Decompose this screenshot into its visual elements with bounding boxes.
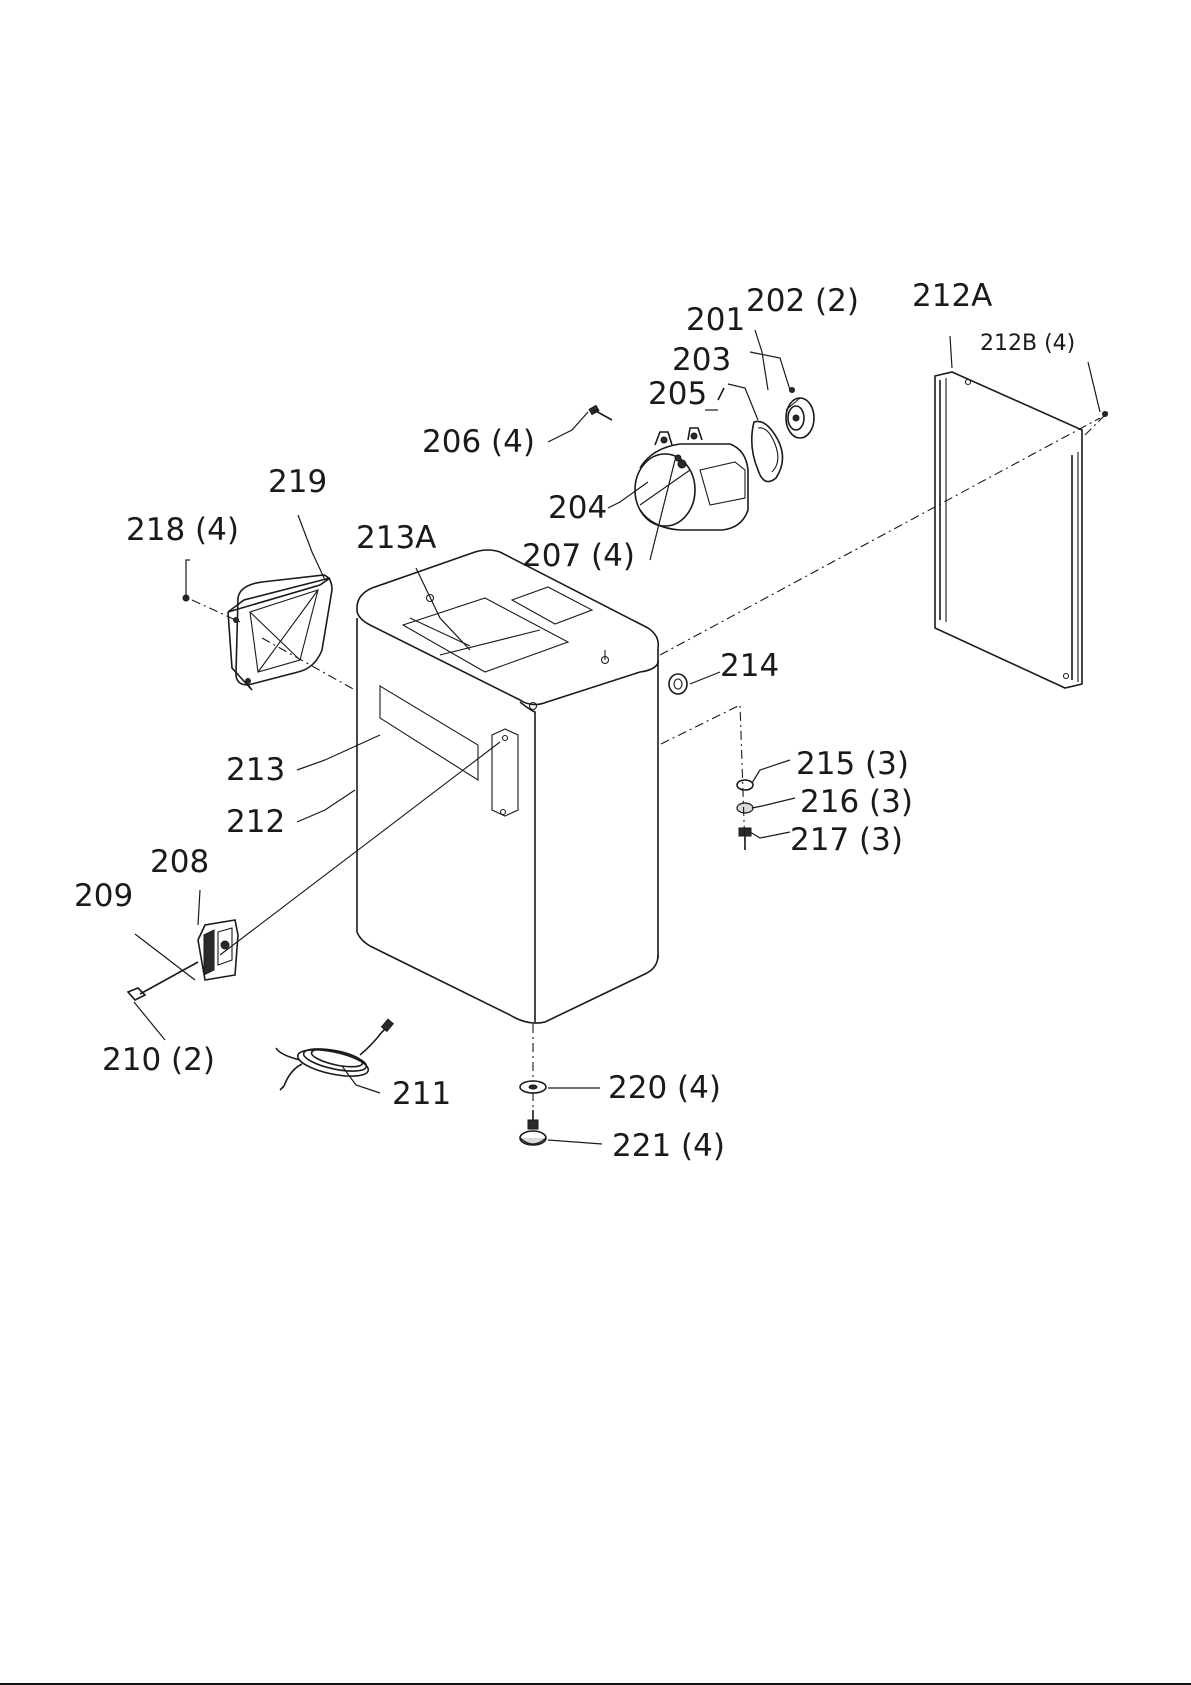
part-labels: 201 202 (2) 212A 212B (4) 203 205 206 (4… <box>74 278 1075 1164</box>
cabinet-212 <box>357 550 658 1023</box>
power-cord-211 <box>276 1019 393 1090</box>
label-208: 208 <box>150 844 209 880</box>
label-210: 210 (2) <box>102 1042 215 1078</box>
label-206: 206 (4) <box>422 424 535 460</box>
label-220: 220 (4) <box>608 1070 721 1106</box>
motor-204 <box>635 428 748 530</box>
grommet-214 <box>669 674 687 694</box>
label-212a: 212A <box>912 278 992 314</box>
label-202: 202 (2) <box>746 283 859 319</box>
foot-washer-220 <box>520 1081 546 1093</box>
label-209: 209 <box>74 878 133 914</box>
label-215: 215 (3) <box>796 746 909 782</box>
label-204: 204 <box>548 490 607 526</box>
switch-208 <box>198 920 238 980</box>
leader-lines <box>134 330 1100 1144</box>
label-213: 213 <box>226 752 285 788</box>
label-218: 218 (4) <box>126 512 239 548</box>
label-207: 207 (4) <box>522 538 635 574</box>
label-212: 212 <box>226 804 285 840</box>
label-219: 219 <box>268 464 327 500</box>
back-panel-212a <box>935 372 1082 688</box>
label-205: 205 <box>648 376 707 412</box>
label-214: 214 <box>720 648 779 684</box>
assembly-lines <box>192 412 1108 1118</box>
label-203: 203 <box>672 342 731 378</box>
label-213a: 213A <box>356 520 436 556</box>
bolt-206 <box>589 405 612 420</box>
key-205 <box>718 388 724 400</box>
label-211: 211 <box>392 1076 451 1112</box>
label-221: 221 (4) <box>612 1128 725 1164</box>
dust-port-219 <box>228 575 332 690</box>
pulley-201 <box>786 398 814 438</box>
label-216: 216 (3) <box>800 784 913 820</box>
label-212b: 212B (4) <box>980 331 1075 356</box>
label-217: 217 (3) <box>790 822 903 858</box>
label-201: 201 <box>686 302 745 338</box>
